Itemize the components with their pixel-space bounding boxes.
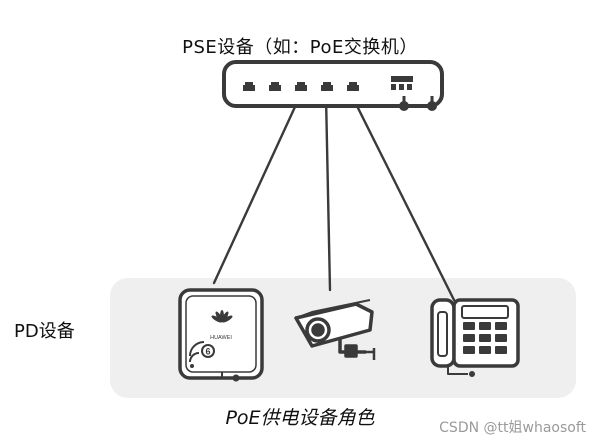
ap-connector-icon <box>221 372 240 382</box>
pd-label: PD设备 <box>14 321 75 342</box>
access-point-device: HUAWEI 6 <box>178 288 264 382</box>
console-port-icon <box>391 76 413 90</box>
pse-switch <box>222 60 444 111</box>
ethernet-ports <box>243 82 359 91</box>
wifi-6-icon <box>189 341 215 368</box>
cable-to-camera <box>324 94 332 292</box>
ip-camera-device <box>294 299 376 360</box>
watermark: CSDN @tt姐whaosoft <box>439 420 586 436</box>
cable-to-ap <box>212 94 302 285</box>
wifi-6-badge: 6 <box>205 347 210 357</box>
diagram-caption: PoE供电设备角色 <box>225 407 375 429</box>
pse-title: PSE设备（如：PoE交换机） <box>182 37 418 58</box>
huawei-logo-icon <box>211 310 233 323</box>
phone-keypad-icon <box>463 322 507 354</box>
cable-to-phone <box>350 94 456 302</box>
power-connector-icon <box>399 96 437 111</box>
ap-brand: HUAWEI <box>210 335 232 341</box>
ip-phone-device <box>430 298 520 377</box>
